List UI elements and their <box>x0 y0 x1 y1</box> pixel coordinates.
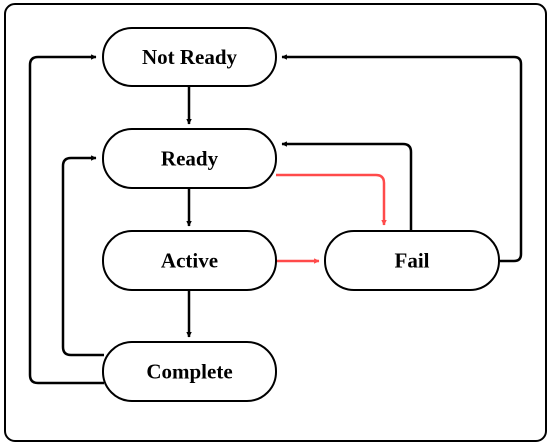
state-complete-label: Complete <box>146 360 232 384</box>
state-active: Active <box>102 230 277 291</box>
transition-complete-to-ready <box>61 155 104 357</box>
transition-fail-to-not-ready <box>281 54 523 263</box>
state-fail: Fail <box>324 230 500 291</box>
state-ready-shape <box>102 128 277 189</box>
state-not-ready: Not Ready <box>102 27 277 87</box>
state-not-ready-shape <box>102 27 277 87</box>
state-not-ready-label: Not Ready <box>142 45 238 69</box>
transition-complete-to-not-ready <box>28 54 104 385</box>
transition-ready-to-fail <box>276 173 387 226</box>
diagram-frame <box>4 3 547 442</box>
state-fail-shape <box>324 230 500 291</box>
state-ready: Ready <box>102 128 277 189</box>
state-complete-shape <box>102 341 277 402</box>
state-fail-label: Fail <box>395 249 430 273</box>
transition-fail-to-ready <box>281 141 413 232</box>
state-active-label: Active <box>161 249 218 273</box>
state-complete: Complete <box>102 341 277 402</box>
state-ready-label: Ready <box>161 147 219 171</box>
state-active-shape <box>102 230 277 291</box>
